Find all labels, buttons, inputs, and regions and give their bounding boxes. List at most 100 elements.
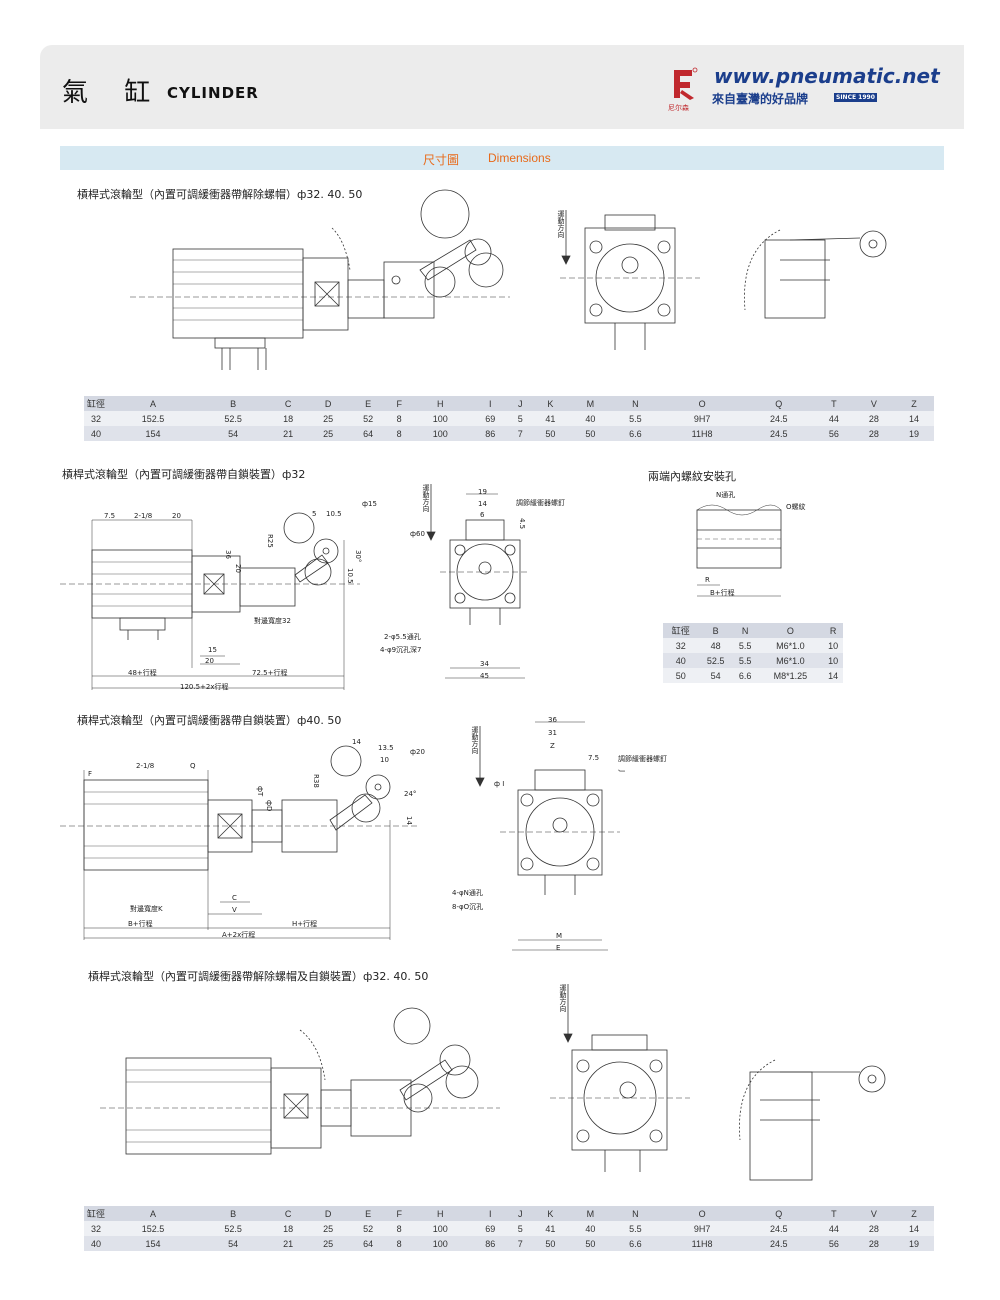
thread-cell: 5.5	[732, 653, 758, 668]
thread-dimension-table: 缸徑 B N O R 32 48 5.5 M6*1.0 10 40 52.5 5…	[663, 623, 843, 683]
table2-cell: 44	[813, 1221, 854, 1236]
s2-adjust-screw-label: 調節緩衝器螺釘	[516, 499, 565, 507]
thread-cell: 14	[823, 668, 843, 683]
s4-a-stroke-label: A+2x行程	[222, 931, 256, 939]
table2-col-header: V	[853, 1206, 894, 1221]
table2-cell: 18	[268, 1221, 309, 1236]
table2-cell: 154	[108, 1236, 199, 1251]
s4-dim-24deg: 24°	[404, 790, 417, 798]
thread-cell: 48	[698, 638, 733, 653]
s2-dim-72-stroke: 72.5+行程	[252, 669, 288, 677]
table2-cell: 40	[84, 1236, 108, 1251]
table1-col-header: T	[813, 396, 854, 411]
table2-col-header: C	[268, 1206, 309, 1221]
table2-col-header: Z	[893, 1206, 934, 1221]
s3-o-thread-label: O螺紋	[786, 503, 806, 511]
table2-col-header: A	[108, 1206, 199, 1221]
s4-dim-36: 36	[548, 716, 557, 724]
table1-col-header: 缸徑	[84, 396, 108, 411]
s4-dim-phi-i: ф I	[494, 780, 505, 788]
s4-dim-phi-t: фT	[256, 786, 264, 797]
s2-dim-r25: R25	[266, 534, 274, 548]
table1-cell: 24.5	[743, 426, 814, 441]
table2-cell: 24.5	[743, 1221, 814, 1236]
s3-thread-view	[696, 504, 782, 597]
s4-dim-2-1-8: 2-1/8	[136, 762, 155, 770]
s3-r-label: R	[705, 576, 710, 584]
thread-col-header: N	[732, 623, 758, 638]
table1-cell: 5.5	[610, 411, 661, 426]
s4-dim-phi-d: фD	[265, 800, 273, 812]
page-header	[40, 45, 964, 129]
band-title-en: Dimensions	[488, 151, 551, 165]
table1-cell: 8	[388, 411, 411, 426]
s2-dim-20b: 20	[234, 564, 242, 573]
table2-cell: 54	[198, 1236, 269, 1251]
table2-cell: 5	[510, 1221, 531, 1236]
s4-hole-counterbore-label: 8-φO沉孔	[452, 903, 484, 911]
table1-cell: 56	[813, 426, 854, 441]
table1-cell: 24.5	[743, 411, 814, 426]
table1-cell: 28	[853, 426, 894, 441]
thread-cell: 6.6	[732, 668, 758, 683]
s4-adjust-screw-label: 調節緩衝器螺釘	[618, 755, 667, 763]
s2-dim-120-stroke: 120.5+2x行程	[180, 683, 229, 691]
table1-cell: 86	[470, 426, 511, 441]
thread-cell: 5.5	[732, 638, 758, 653]
table1-cell: 7	[510, 426, 531, 441]
section-title-3: 兩端內螺紋安裝孔	[648, 470, 736, 483]
table2-cell: 50	[530, 1236, 571, 1251]
s4-dim-14b: 14	[405, 816, 413, 825]
s2-dim-20c: 20	[205, 657, 214, 665]
table1-cell: 5	[510, 411, 531, 426]
s2-dim-4-5: 4.5	[518, 518, 526, 530]
table2-col-header: K	[530, 1206, 571, 1221]
thread-cell: 40	[663, 653, 699, 668]
table2-col-header: J	[510, 1206, 531, 1221]
s4-dim-q: Q	[190, 762, 196, 770]
table1-col-header: V	[853, 396, 894, 411]
s2-hole-through-label: 2-φ5.5通孔	[384, 633, 421, 641]
table2-cell: 100	[410, 1236, 471, 1251]
s2-dim-phi60: ф60	[410, 530, 425, 538]
s4-dim-r38: R38	[312, 774, 320, 788]
s2-dim-15: 15	[208, 646, 217, 654]
table1-cell: 19	[893, 426, 934, 441]
s2-dim-19: 19	[478, 488, 487, 496]
table2-cell: 14	[893, 1221, 934, 1236]
s4-dim-14: 14	[352, 738, 361, 746]
thread-cell: M8*1.25	[757, 668, 824, 683]
table1-cell: 40	[570, 411, 611, 426]
table1-col-header: O	[660, 396, 744, 411]
section-title-2: 槓桿式滾輪型（內置可調緩衝器帶自鎖裝置）ф32	[62, 468, 306, 481]
page-title-cn: 氣 缸	[62, 78, 165, 108]
table1-cell: 100	[410, 411, 471, 426]
table1-cell: 54	[198, 426, 269, 441]
s2-dim-48-stroke: 48+行程	[128, 669, 157, 677]
table1-cell: 50	[570, 426, 611, 441]
table1-cell: 154	[108, 426, 199, 441]
table2-cell: 9H7	[660, 1221, 744, 1236]
thread-cell: 10	[823, 638, 843, 653]
s2-side-view	[60, 512, 360, 690]
table2-col-header: I	[470, 1206, 511, 1221]
table1-cell: 52	[348, 411, 389, 426]
s3-n-through-label: N通孔	[716, 491, 736, 499]
table2-cell: 25	[308, 1221, 349, 1236]
table1-col-header: N	[610, 396, 661, 411]
brand-url-link[interactable]: www.pneumatic.net	[714, 64, 940, 88]
table1-col-header: E	[348, 396, 389, 411]
s2-dim-30deg: 30°	[354, 550, 362, 563]
s4-dim-31: 31	[548, 729, 557, 737]
table2-cell: 40	[570, 1221, 611, 1236]
table2-cell: 25	[308, 1236, 349, 1251]
s4-dim-j: J	[618, 770, 626, 773]
table2-cell: 7	[510, 1236, 531, 1251]
table2-cell: 50	[570, 1236, 611, 1251]
section-title-5: 槓桿式滾輪型（內置可調緩衝器帶解除螺帽及自鎖裝置）ф32. 40. 50	[88, 970, 429, 983]
brand-since-badge: SINCE 1990	[834, 93, 877, 102]
s2-hole-counterbore-label: 4-φ9沉孔深7	[380, 646, 422, 654]
table1-cell: 6.6	[610, 426, 661, 441]
s2-dim-14: 14	[478, 500, 487, 508]
